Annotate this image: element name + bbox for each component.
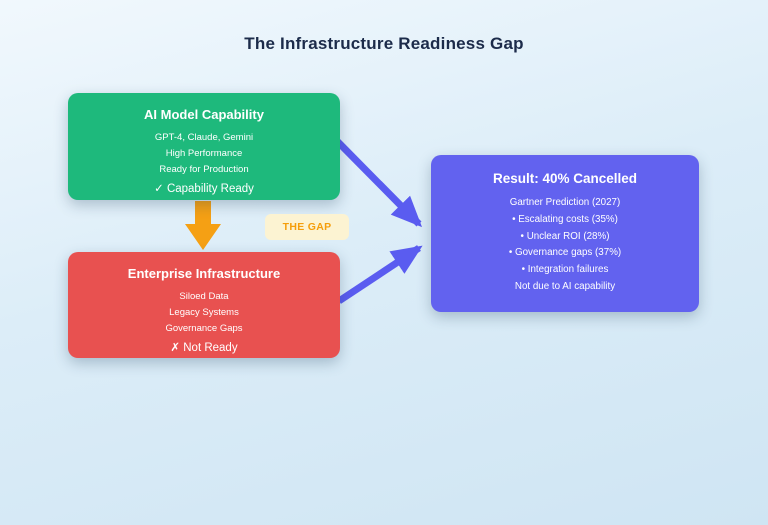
node-line: Siloed Data [179,291,229,302]
node-line: High Performance [165,148,243,159]
node-title: Enterprise Infrastructure [127,266,281,281]
node-title: AI Model Capability [144,107,264,122]
result-footer: Not due to AI capability [514,280,616,292]
node-line: Legacy Systems [169,307,239,318]
node-title: Result: 40% Cancelled [492,171,638,186]
node-enterprise-infrastructure: Enterprise Infrastructure Siloed Data Le… [68,252,340,358]
gap-label: THE GAP [265,214,349,240]
gap-down-arrow-icon [185,201,221,250]
result-subtitle: Gartner Prediction (2027) [509,197,621,208]
node-line: GPT-4, Claude, Gemini [154,132,254,143]
node-line: • Governance gaps (37%) [508,247,622,259]
node-lines: Gartner Prediction (2027) • Escalating c… [509,198,621,292]
capability-to-result-arrow-icon [334,138,423,228]
node-line: • Unclear ROI (28%) [520,230,610,242]
not-ready-status: ✗ Not Ready [170,342,238,354]
infrastructure-to-result-arrow-icon [337,245,423,304]
node-result-cancelled: Result: 40% Cancelled Gartner Prediction… [431,155,699,312]
node-line: • Escalating costs (35%) [512,213,618,225]
node-line: Ready for Production [159,164,249,175]
node-line: Governance Gaps [165,323,243,334]
node-lines: Siloed Data Legacy Systems Governance Ga… [165,292,242,355]
node-line: • Integration failures [521,264,609,276]
node-lines: GPT-4, Claude, Gemini High Performance R… [154,133,254,196]
page-title: The Infrastructure Readiness Gap [244,34,524,53]
node-ai-model-capability: AI Model Capability GPT-4, Claude, Gemin… [68,93,340,200]
capability-ready-status: ✓ Capability Ready [154,183,254,195]
